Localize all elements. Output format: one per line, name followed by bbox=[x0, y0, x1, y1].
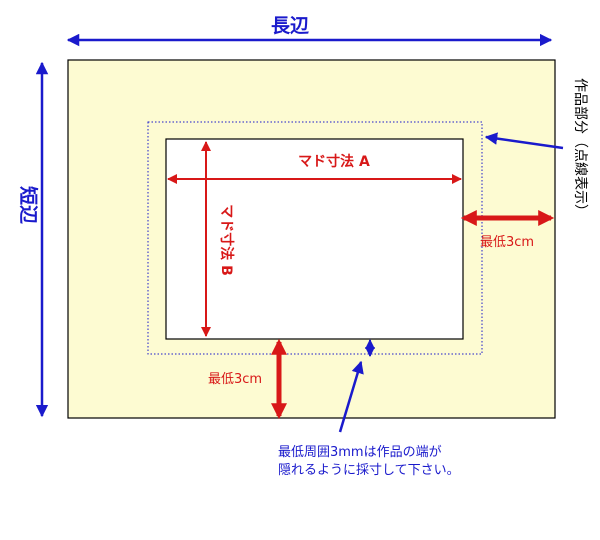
min-margin-right-label: 最低3cm bbox=[480, 235, 534, 250]
long-side-label: 長辺 bbox=[271, 15, 309, 37]
artwork-area-outline bbox=[147, 121, 483, 355]
mat-window bbox=[165, 138, 464, 340]
mat-b-label: マド寸法 B bbox=[218, 204, 235, 276]
short-side-label: 短辺 bbox=[17, 186, 40, 224]
note-pointer-arrow bbox=[338, 360, 364, 433]
artwork-pointer-arrow bbox=[484, 132, 564, 150]
note-line-1: 最低周囲3mmは作品の端が bbox=[278, 445, 442, 460]
mat-a-label: マド寸法 A bbox=[298, 153, 370, 170]
artwork-area-label: 作品部分（点線表示） bbox=[572, 78, 588, 218]
note-line-2: 隠れるように採寸して下さい。 bbox=[278, 463, 460, 478]
min-margin-bottom-label: 最低3cm bbox=[208, 372, 262, 387]
